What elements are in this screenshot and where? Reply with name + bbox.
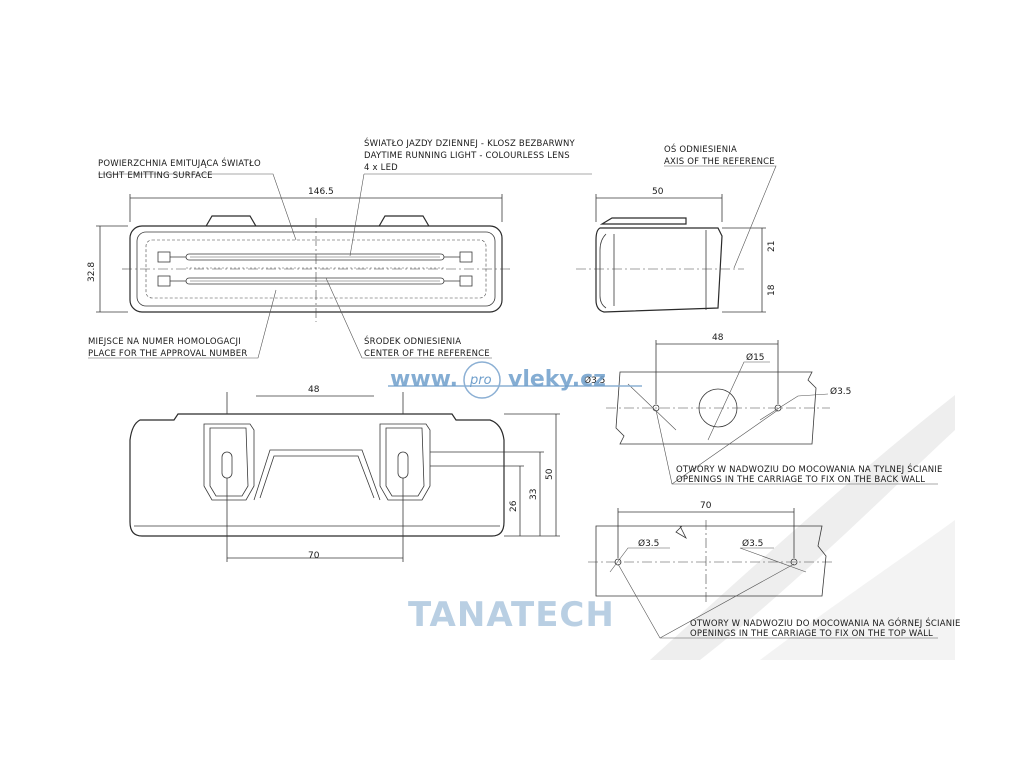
dim-depth-50: 50 [652, 187, 664, 197]
dim-bottom-70: 70 [308, 551, 320, 561]
dim-lower-18: 18 [767, 284, 777, 296]
dim-back-48: 48 [712, 333, 724, 343]
label-approval-en: PLACE FOR THE APPROVAL NUMBER [88, 349, 247, 359]
label-approval-pl: MIEJSCE NA NUMER HOMOLOGACJI [88, 337, 241, 347]
side-housing [595, 227, 723, 313]
dim-back-15: Ø15 [746, 352, 765, 363]
label-axis-en: AXIS OF THE REFERENCE [664, 157, 775, 167]
label-back-wall-en: OPENINGS IN THE CARRIAGE TO FIX ON THE B… [676, 475, 925, 485]
watermark-url-pro: pro [469, 373, 492, 388]
dim-height-33: 33 [529, 489, 539, 500]
label-top-wall-en: OPENINGS IN THE CARRIAGE TO FIX ON THE T… [690, 629, 933, 639]
label-top-wall-pl: OTWORY W NADWOZIU DO MOCOWANIA NA GÓRNEJ… [690, 617, 961, 629]
watermark-url: www. pro vleky.cz [388, 361, 642, 399]
label-drl-pl: ŚWIATŁO JAZDY DZIENNEJ - KLOSZ BEZBARWNY [364, 137, 576, 149]
label-center-pl: ŚRODEK ODNIESIENIA [364, 335, 461, 347]
top-housing [129, 413, 505, 537]
dim-top-wall-70: 70 [700, 501, 712, 511]
dim-back-3-5-left: Ø3.5 [584, 375, 605, 386]
label-drl-en: DAYTIME RUNNING LIGHT - COLOURLESS LENS [364, 151, 570, 161]
label-axis-pl: OŚ ODNIESIENIA [664, 143, 737, 155]
watermark-url-left: www. [390, 367, 458, 392]
top-view: 48 70 26 33 50 [129, 385, 560, 562]
label-led-count: 4 x LED [364, 163, 398, 173]
dim-width-146-5: 146.5 [308, 187, 334, 197]
dim-top-48: 48 [308, 385, 320, 395]
dim-top-3-5-right: Ø3.5 [742, 538, 763, 549]
top-wall-detail: 70 Ø3.5 Ø3.5 OTWORY W NADWOZIU DO MOCOWA… [588, 501, 961, 639]
watermark-url-right: vleky.cz [508, 367, 606, 392]
label-center-en: CENTER OF THE REFERENCE [364, 349, 490, 359]
dim-upper-21: 21 [767, 241, 777, 252]
dim-height-50: 50 [545, 468, 555, 480]
dim-top-3-5-left: Ø3.5 [638, 538, 659, 549]
dim-height-26: 26 [509, 500, 519, 512]
back-wall-detail: 48 Ø15 Ø3.5 Ø3.5 OTWORY W NADWOZIU DO MO… [584, 333, 943, 485]
label-back-wall-pl: OTWORY W NADWOZIU DO MOCOWANIA NA TYLNEJ… [676, 463, 943, 475]
front-view: 146.5 32.8 POWIERZCHNIA EMITUJĄCA ŚWIATŁ… [87, 137, 592, 359]
pro-circle-icon [463, 361, 501, 399]
label-light-surface-en: LIGHT EMITTING SURFACE [98, 171, 213, 181]
watermark-tanatech: TANATECH [408, 595, 615, 635]
dim-height-32-8: 32.8 [87, 262, 97, 282]
side-view: 50 21 18 OŚ ODNIESIENIA AXIS OF THE REFE… [576, 143, 777, 313]
label-light-surface-pl: POWIERZCHNIA EMITUJĄCA ŚWIATŁO [98, 157, 261, 169]
dim-back-3-5-right: Ø3.5 [830, 386, 851, 397]
led-clips [157, 251, 473, 287]
background-swoosh [650, 395, 955, 660]
